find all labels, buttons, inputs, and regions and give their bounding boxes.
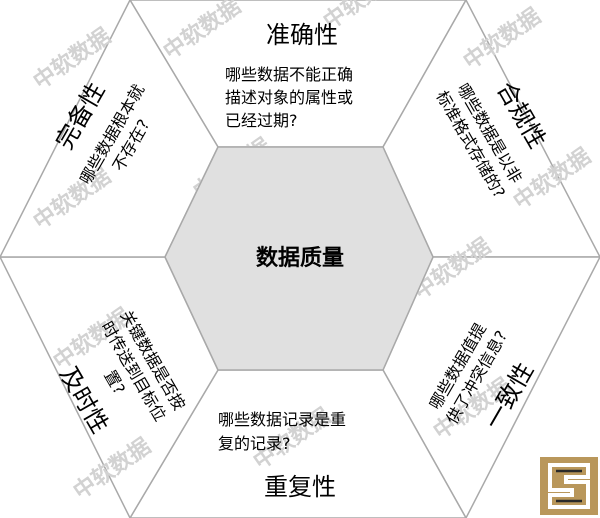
logo-glyph	[548, 463, 590, 509]
dimension-desc-uniqueness-line1: 哪些数据记录是重	[218, 410, 346, 429]
center-label: 数据质量	[256, 245, 344, 271]
dimension-desc-accuracy-line1: 哪些数据不能正确	[225, 65, 353, 84]
center-hexagon	[164, 146, 434, 371]
dimension-desc-uniqueness-line2: 复的记录?	[218, 434, 291, 453]
logo	[540, 457, 598, 515]
logo-accent	[556, 469, 582, 503]
dimension-uniqueness: 哪些数据记录是重 复的记录? 重复性	[218, 410, 346, 501]
dimension-title-uniqueness: 重复性	[264, 473, 336, 501]
dimension-desc-accuracy-line2: 描述对象的属性或	[225, 88, 353, 107]
dimension-desc-accuracy-line3: 已经过期?	[225, 111, 298, 130]
dimension-title-accuracy: 准确性	[266, 21, 338, 49]
dimension-accuracy: 准确性 哪些数据不能正确 描述对象的属性或 已经过期?	[225, 21, 353, 130]
